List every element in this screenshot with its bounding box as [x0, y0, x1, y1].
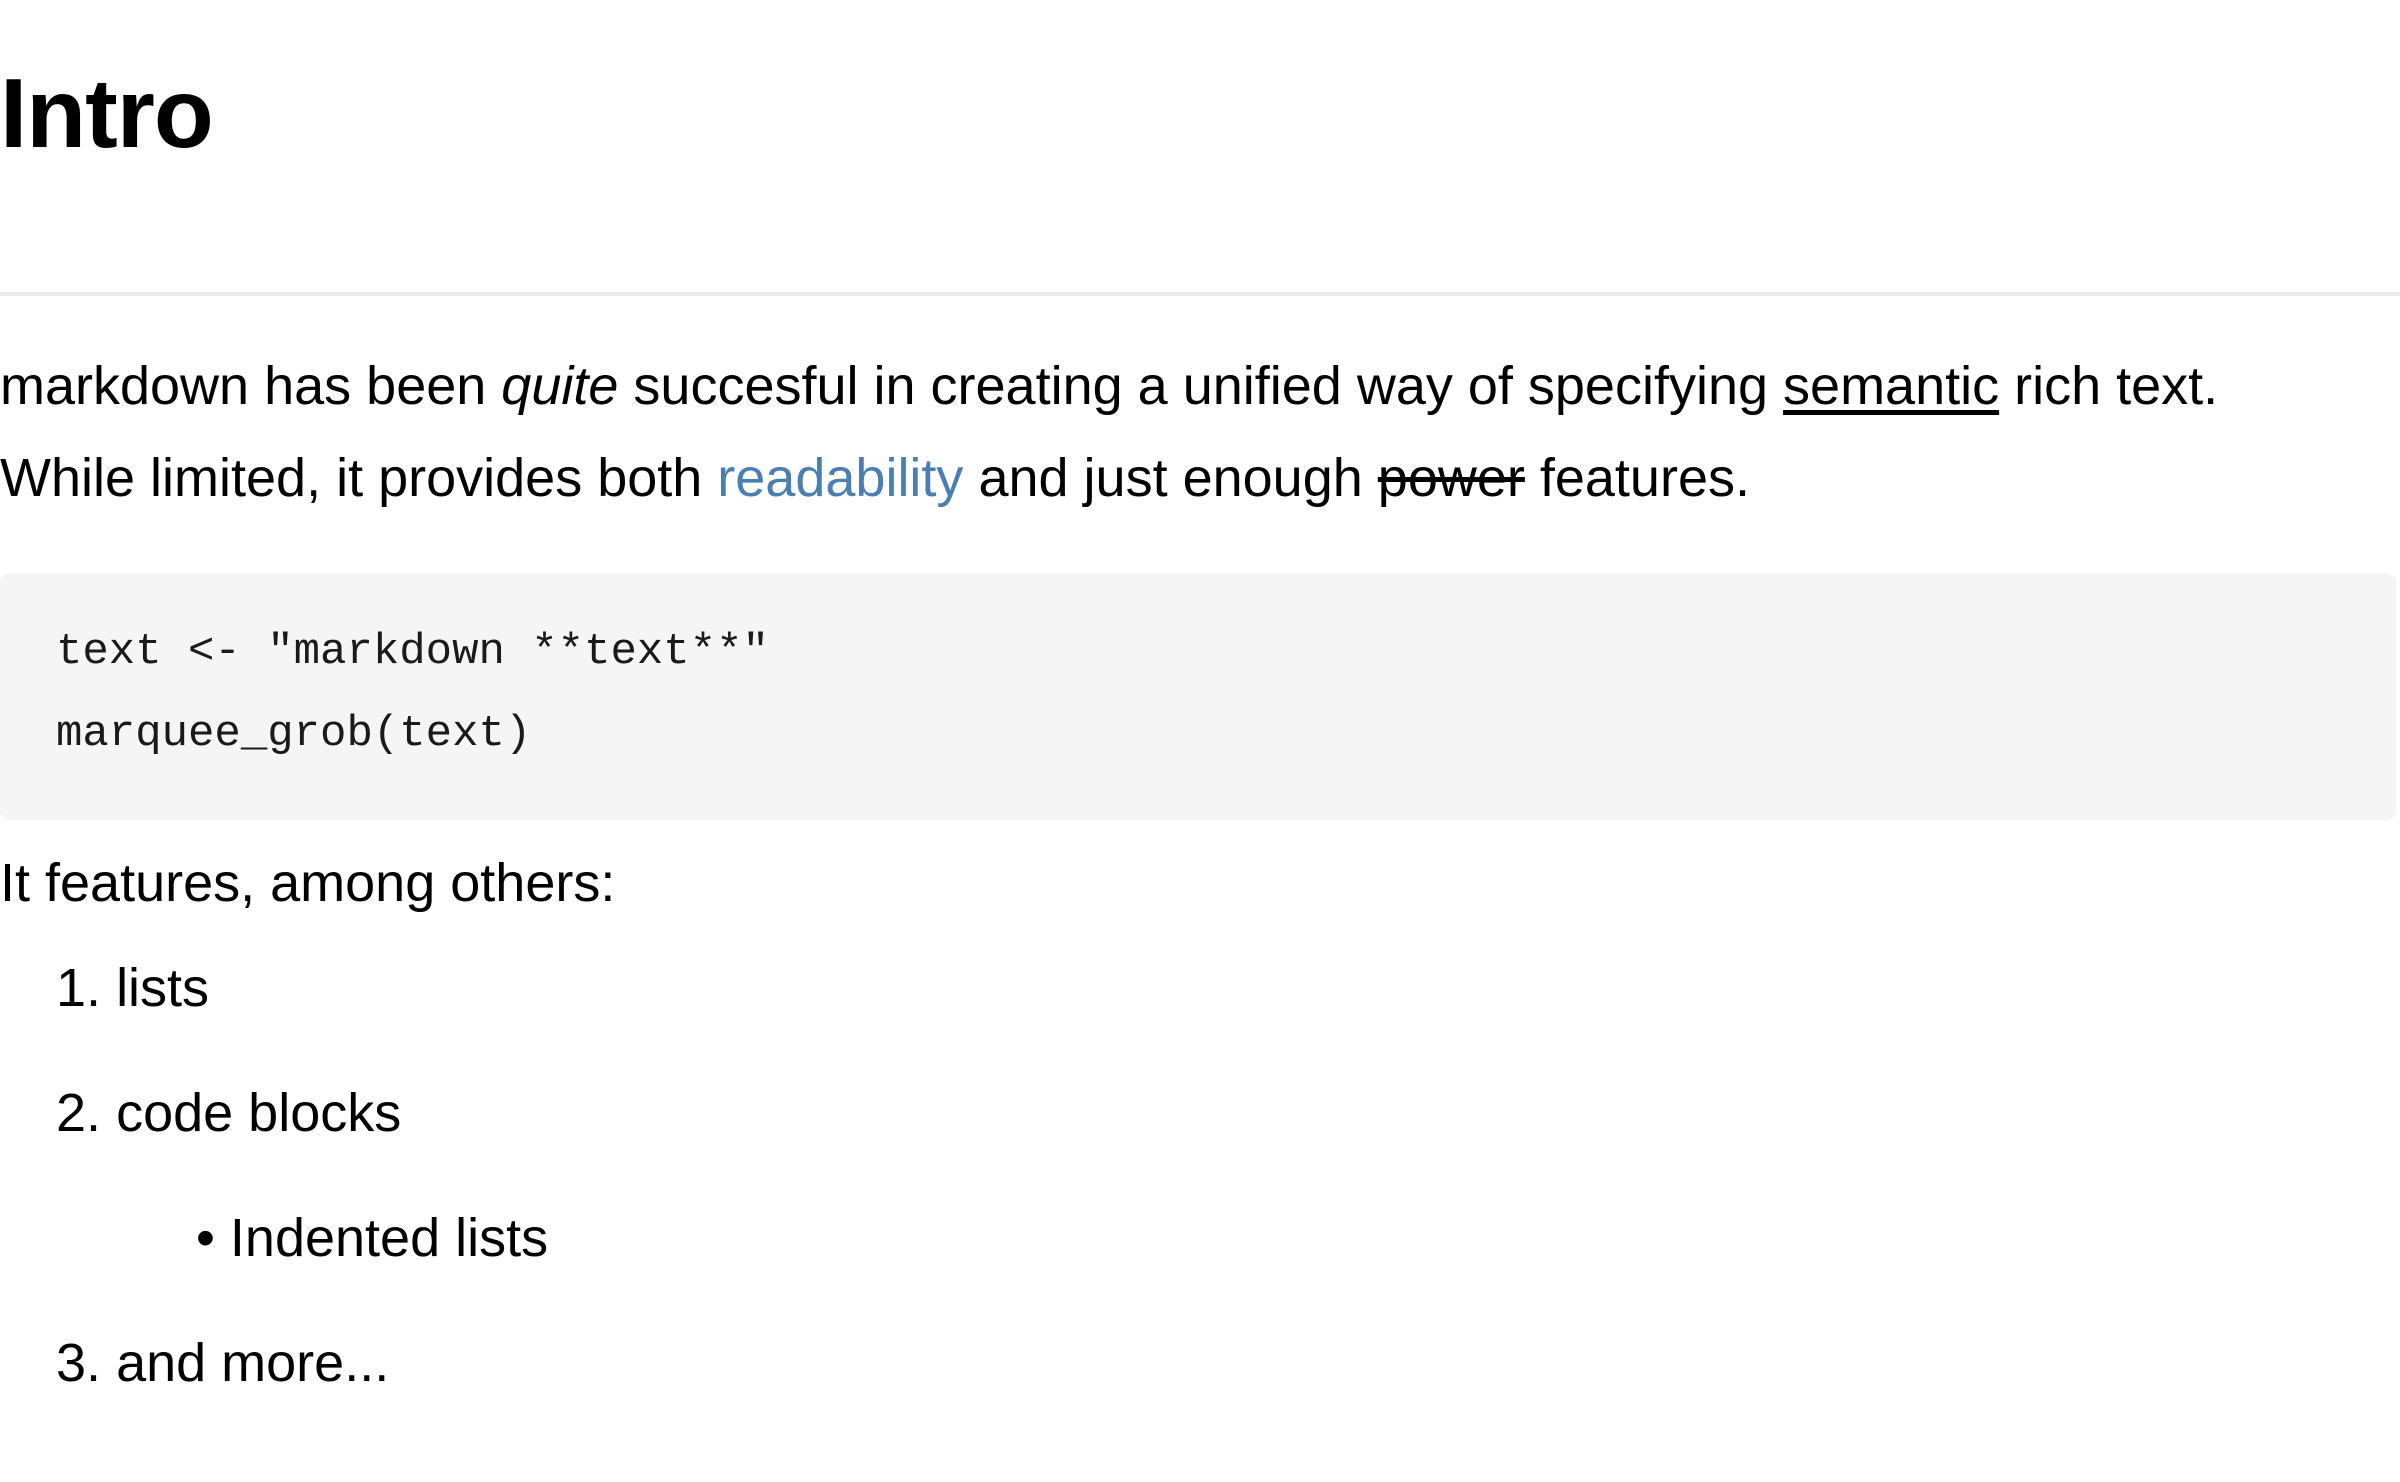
list-intro-text: It features, among others:: [0, 853, 616, 913]
emphasis-italic: quite: [501, 356, 619, 416]
list-item-label: Indented lists: [229, 1208, 549, 1268]
paragraph-line-1: markdown has been quite succesful in cre…: [0, 340, 2400, 432]
list-item-marker: 1.: [56, 958, 102, 1018]
code-line: text <- "markdown **text**": [56, 627, 769, 677]
list-item-label: code blocks: [116, 1083, 402, 1143]
list-item-marker: 2.: [56, 1083, 102, 1143]
page-title: Intro: [0, 58, 214, 168]
list-item-bullet-marker: •: [196, 1208, 215, 1268]
list-item: • Indented lists: [0, 1205, 2400, 1271]
horizontal-divider: [0, 292, 2400, 296]
list-item: 2. code blocks: [0, 1080, 2400, 1146]
list-item-marker: 3.: [56, 1333, 102, 1393]
feature-list: 1. lists 2. code blocks • Indented lists…: [0, 955, 2400, 1455]
list-item-label: lists: [116, 958, 210, 1018]
code-block[interactable]: text <- "markdown **text**" marquee_grob(…: [0, 573, 2396, 820]
text-segment: and just enough: [963, 448, 1378, 508]
readability-link[interactable]: readability: [717, 448, 964, 508]
list-item: 3. and more...: [0, 1330, 2400, 1396]
emphasis-strikethrough: power: [1377, 448, 1525, 508]
intro-paragraph: markdown has been quite succesful in cre…: [0, 340, 2400, 524]
text-segment: While limited, it provides both: [0, 448, 718, 508]
text-segment: features.: [1524, 448, 1750, 508]
paragraph-line-2: While limited, it provides both readabil…: [0, 432, 2400, 524]
text-segment: succesful in creating a unified way of s…: [618, 356, 1784, 416]
text-segment: rich text.: [1999, 356, 2219, 416]
list-item: 1. lists: [0, 955, 2400, 1021]
list-item-label: and more...: [116, 1333, 390, 1393]
emphasis-underline: semantic: [1783, 356, 2000, 416]
text-segment: markdown has been: [0, 356, 502, 416]
code-line: marquee_grob(text): [56, 709, 532, 759]
